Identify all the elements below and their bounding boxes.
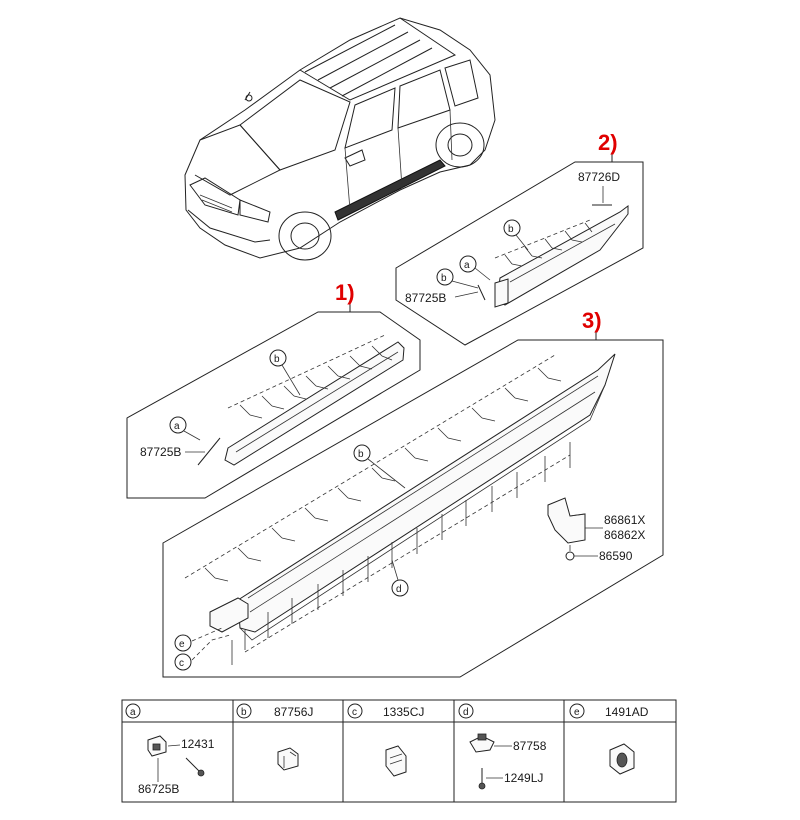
- part-label-86862X: 86862X: [604, 528, 645, 542]
- part-label-87725B-top: 87725B: [405, 291, 446, 305]
- svg-text:b: b: [241, 707, 247, 718]
- svg-text:d: d: [463, 707, 469, 718]
- section-2-group: 2) 87726D b a b 87725B: [395, 130, 644, 346]
- part-icon-1335CJ: [385, 745, 407, 777]
- svg-text:e: e: [574, 707, 580, 718]
- part-label-87756J: 87756J: [274, 705, 313, 719]
- part-label-87758: 87758: [513, 739, 547, 753]
- section-3-outline: [162, 339, 664, 678]
- svg-text:a: a: [174, 421, 180, 432]
- fastener-legend-table: a 12431 86725B b 87756J c 1335CJ: [121, 699, 677, 803]
- part-icon-12431: [185, 757, 201, 773]
- section-3-clip-arrows-lower: [267, 442, 571, 638]
- svg-text:d: d: [396, 584, 402, 595]
- callout-b2-section2: [436, 268, 454, 286]
- part-icon-87756J: [277, 747, 299, 771]
- callout-b-section1: [269, 349, 287, 367]
- section-3-marker: 3): [582, 308, 602, 333]
- part-label-12431: 12431: [181, 737, 215, 751]
- legend-col-e: e 1491AD: [569, 703, 649, 775]
- legend-col-b: b 87756J: [236, 703, 313, 771]
- legend-col-c: c 1335CJ: [347, 703, 424, 777]
- svg-text:c: c: [179, 658, 184, 669]
- svg-text:a: a: [464, 260, 470, 271]
- part-label-1335CJ: 1335CJ: [383, 705, 424, 719]
- callout-b-section3: [353, 444, 371, 462]
- section-1-clip-arrows: [239, 345, 393, 419]
- section-3-group: 3) b d e c: [162, 308, 664, 678]
- part-label-86590: 86590: [599, 549, 633, 563]
- svg-text:b: b: [508, 224, 514, 235]
- callout-d-section3: [391, 579, 409, 597]
- part-label-1491AD: 1491AD: [605, 705, 649, 719]
- section-2-moulding: [496, 205, 629, 306]
- clip-86590: [565, 551, 575, 561]
- section-3-clip-arrows-upper: [204, 367, 562, 582]
- section-1-group: 1) b a 87725B: [126, 280, 421, 499]
- callout-b-section2: [503, 219, 521, 237]
- section-2-marker: 2): [598, 130, 618, 155]
- part-label-86861X: 86861X: [604, 513, 645, 527]
- callout-a-section2: [459, 255, 477, 273]
- legend-col-d: d 87758 1249LJ: [458, 703, 547, 790]
- part-label-1249LJ: 1249LJ: [504, 771, 543, 785]
- svg-text:b: b: [274, 354, 280, 365]
- section-1-outline: [126, 311, 421, 499]
- svg-text:b: b: [358, 449, 364, 460]
- section-2-clip-arrows: [504, 222, 593, 267]
- bracket-86861X: [547, 497, 586, 544]
- part-label-87726D: 87726D: [578, 170, 620, 184]
- svg-text:e: e: [179, 639, 185, 650]
- callout-e-section3: [174, 634, 192, 652]
- section-2-outline: [395, 161, 644, 346]
- section-1-marker: 1): [335, 280, 355, 305]
- section-3-sill-moulding: [237, 353, 616, 633]
- part-label-86725B: 86725B: [138, 782, 179, 796]
- car-illustration: [184, 17, 496, 261]
- callout-a-section1: [169, 416, 187, 434]
- section-2-end-cap: [494, 278, 509, 308]
- svg-text:a: a: [130, 707, 136, 718]
- legend-col-a: a 12431 86725B: [125, 703, 215, 796]
- svg-text:c: c: [352, 707, 357, 718]
- callout-c-section3: [174, 653, 192, 671]
- svg-text:b: b: [441, 273, 447, 284]
- section-3-front-bracket: [209, 597, 249, 633]
- part-label-87725B-left: 87725B: [140, 445, 181, 459]
